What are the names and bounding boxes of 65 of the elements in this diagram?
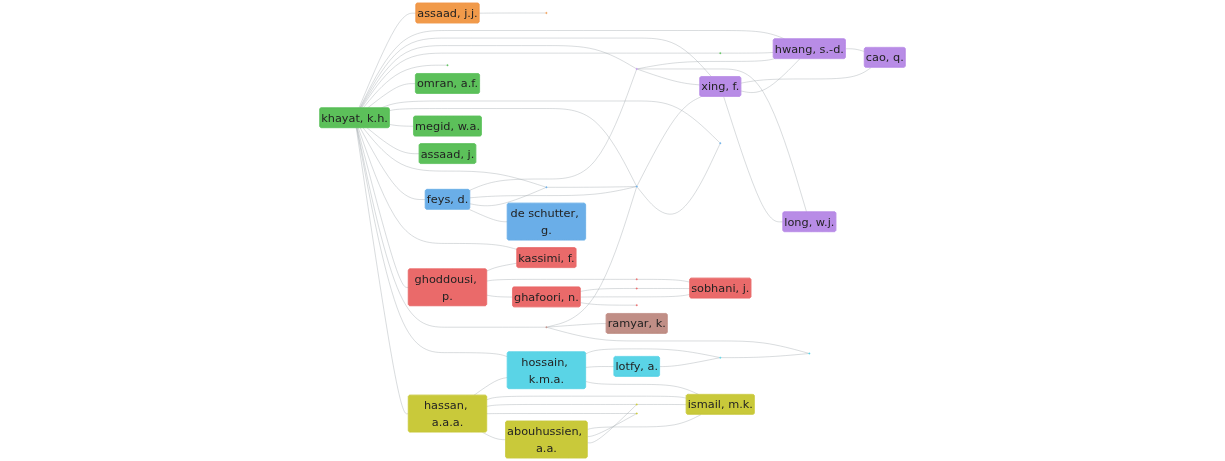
connector [361, 52, 720, 109]
node-circle [635, 304, 638, 307]
connector [580, 302, 637, 306]
connector [360, 37, 712, 109]
node-circle [545, 326, 548, 329]
node-circle [719, 356, 722, 359]
connector [585, 366, 615, 368]
node-circle [635, 412, 638, 415]
connector [367, 83, 416, 109]
connector [845, 48, 865, 52]
connector [659, 357, 720, 367]
connector [389, 108, 637, 187]
connector [637, 68, 807, 213]
node-circle [719, 142, 722, 145]
node-circle [719, 52, 722, 55]
connector [486, 404, 637, 407]
connector [469, 187, 546, 206]
connector [546, 327, 809, 354]
node-circle [545, 12, 548, 14]
connector [723, 96, 784, 223]
connector [469, 69, 637, 191]
connector [637, 288, 690, 289]
connector [587, 413, 637, 437]
connector [720, 353, 809, 358]
connector [585, 381, 699, 395]
connector [486, 413, 637, 414]
connector [546, 187, 637, 328]
connector [358, 127, 518, 250]
connector [740, 58, 801, 93]
node-circle [545, 186, 548, 189]
node-circle [635, 185, 638, 188]
connector [357, 127, 409, 288]
connector [587, 414, 702, 430]
connector [468, 209, 508, 222]
connector [363, 65, 447, 109]
node-circle [635, 68, 638, 70]
connector [356, 127, 409, 414]
node-circle [446, 64, 449, 67]
node-circle [808, 352, 811, 355]
node-circle [635, 287, 638, 290]
connector [358, 12, 417, 109]
connector [587, 404, 637, 444]
connector [637, 143, 721, 215]
connector [580, 288, 637, 292]
connector [486, 279, 637, 282]
connector [356, 127, 508, 357]
connector [585, 348, 720, 358]
connector [362, 127, 546, 188]
connector [486, 263, 518, 272]
connector [360, 45, 637, 109]
connector [482, 432, 506, 440]
connector [637, 69, 701, 86]
connector [637, 404, 687, 405]
connector [637, 279, 690, 283]
connector [473, 377, 508, 396]
node-circle [635, 403, 638, 406]
connector [359, 127, 426, 200]
connector [636, 96, 702, 187]
node-circle [635, 278, 638, 281]
connector [469, 186, 637, 198]
connector [366, 127, 420, 154]
connector [546, 323, 607, 328]
connector [740, 67, 872, 84]
connector [356, 127, 546, 328]
connector [637, 58, 775, 69]
